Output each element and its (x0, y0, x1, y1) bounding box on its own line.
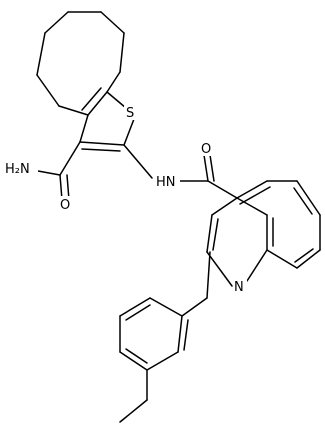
sulfur-label: S (126, 106, 134, 121)
thiophene-ring (79, 87, 135, 152)
cyclooctane-ring (36, 11, 125, 116)
amine-nh2-label: H₂N (5, 162, 30, 177)
atom-labels: S H₂N O HN O N (4, 104, 247, 295)
amide-linker (123, 144, 238, 199)
amide-oxygen-label: O (60, 198, 70, 213)
amide-nh-label: HN (156, 175, 176, 190)
quinoline-nitrogen-label: N (234, 280, 244, 295)
carbonyl-oxygen-label: O (201, 142, 211, 157)
quinoline-ring-system (206, 180, 321, 299)
carboxamide-group (37, 141, 81, 201)
ethylphenyl-group (119, 297, 208, 423)
